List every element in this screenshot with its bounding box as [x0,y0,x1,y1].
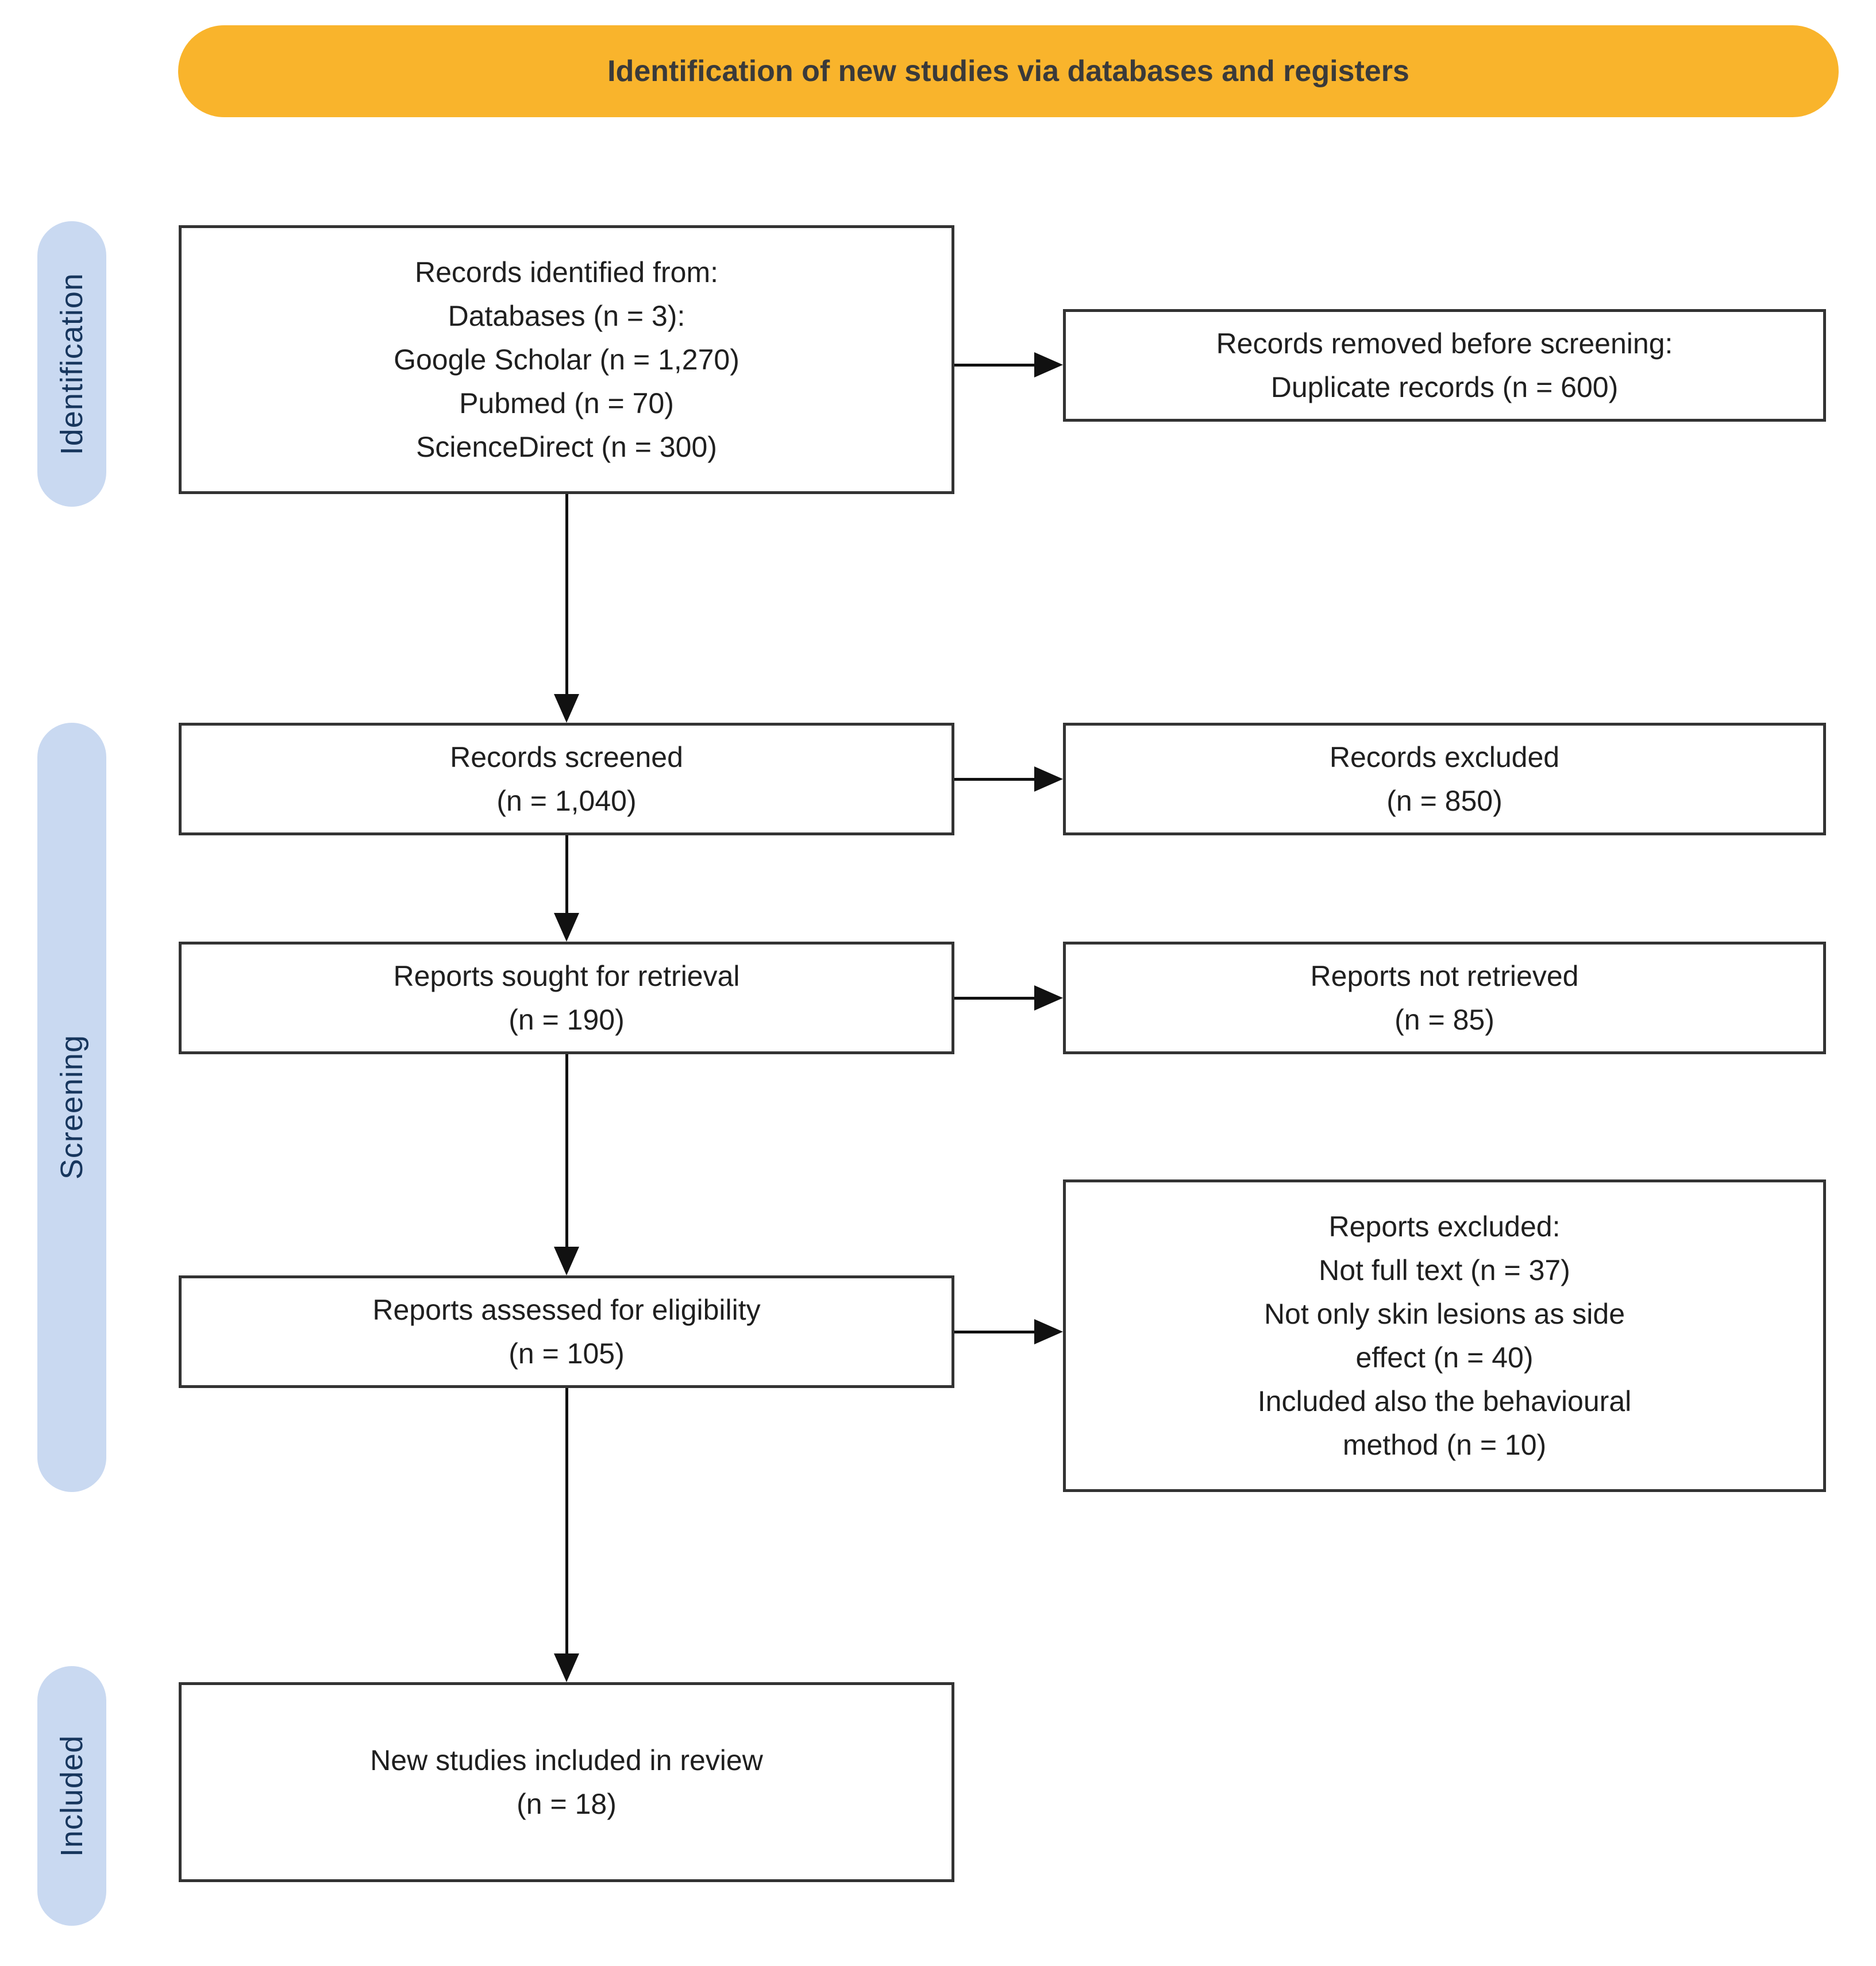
stage-label-screening: Screening [55,1035,89,1180]
arrow-head-right-icon [1034,766,1063,792]
reports-not-retrieved-box: Reports not retrieved (n = 85) [1063,942,1826,1054]
stage-pill-identification: Identification [37,221,106,507]
arrow-line [565,494,568,695]
new-studies-included-box: New studies included in review (n = 18) [179,1682,954,1882]
reports-excluded-box: Reports excluded: Not full text (n = 37)… [1063,1179,1826,1492]
box-line: Records screened [450,741,683,773]
box-line: Reports assessed for eligibility [372,1294,761,1326]
title-banner: Identification of new studies via databa… [178,25,1839,117]
box-line: Databases (n = 3): [448,300,685,332]
box-line: Reports excluded: [1328,1211,1561,1243]
box-line: Records excluded [1329,741,1560,773]
stage-label-identification: Identification [55,272,89,456]
reports-assessed-box: Reports assessed for eligibility (n = 10… [179,1275,954,1388]
box-line: Records removed before screening: [1216,327,1673,360]
box-line: (n = 105) [509,1337,625,1370]
box-line: Included also the behavioural [1257,1385,1632,1417]
box-line: Records identified from: [414,256,718,288]
arrow-line [954,997,1035,1000]
box-line: (n = 850) [1386,785,1503,817]
arrow-line [954,1331,1035,1333]
box-line: Duplicate records (n = 600) [1270,371,1619,403]
arrow-head-right-icon [1034,985,1063,1011]
box-line: method (n = 10) [1342,1429,1547,1461]
box-line: (n = 190) [509,1004,625,1036]
records-excluded-box: Records excluded (n = 850) [1063,723,1826,835]
arrow-line [565,1388,568,1655]
box-line: New studies included in review [370,1744,763,1776]
arrow-head-down-icon [554,913,579,942]
records-removed-box: Records removed before screening: Duplic… [1063,309,1826,422]
arrow-head-down-icon [554,1247,579,1275]
title-banner-label: Identification of new studies via databa… [607,55,1409,88]
box-line: ScienceDirect (n = 300) [416,431,717,463]
box-line: Google Scholar (n = 1,270) [394,344,739,376]
arrow-head-right-icon [1034,352,1063,377]
arrow-line [954,778,1035,781]
records-screened-box: Records screened (n = 1,040) [179,723,954,835]
box-line: (n = 85) [1395,1004,1494,1036]
stage-pill-included: Included [37,1666,106,1926]
box-line: Not only skin lesions as side [1263,1298,1625,1330]
arrow-line [565,835,568,914]
arrow-head-right-icon [1034,1319,1063,1344]
box-line: effect (n = 40) [1355,1341,1534,1374]
box-line: (n = 1,040) [496,785,637,817]
arrow-line [954,364,1035,367]
box-line: (n = 18) [517,1788,617,1820]
box-line: Pubmed (n = 70) [459,387,674,419]
arrow-head-down-icon [554,1653,579,1682]
reports-sought-box: Reports sought for retrieval (n = 190) [179,942,954,1054]
box-line: Reports not retrieved [1310,960,1579,992]
arrow-head-down-icon [554,694,579,723]
box-line: Not full text (n = 37) [1319,1254,1570,1286]
records-identified-box: Records identified from: Databases (n = … [179,225,954,494]
box-line: Reports sought for retrieval [393,960,740,992]
arrow-line [565,1054,568,1248]
stage-pill-screening: Screening [37,723,106,1492]
stage-label-included: Included [55,1734,89,1857]
